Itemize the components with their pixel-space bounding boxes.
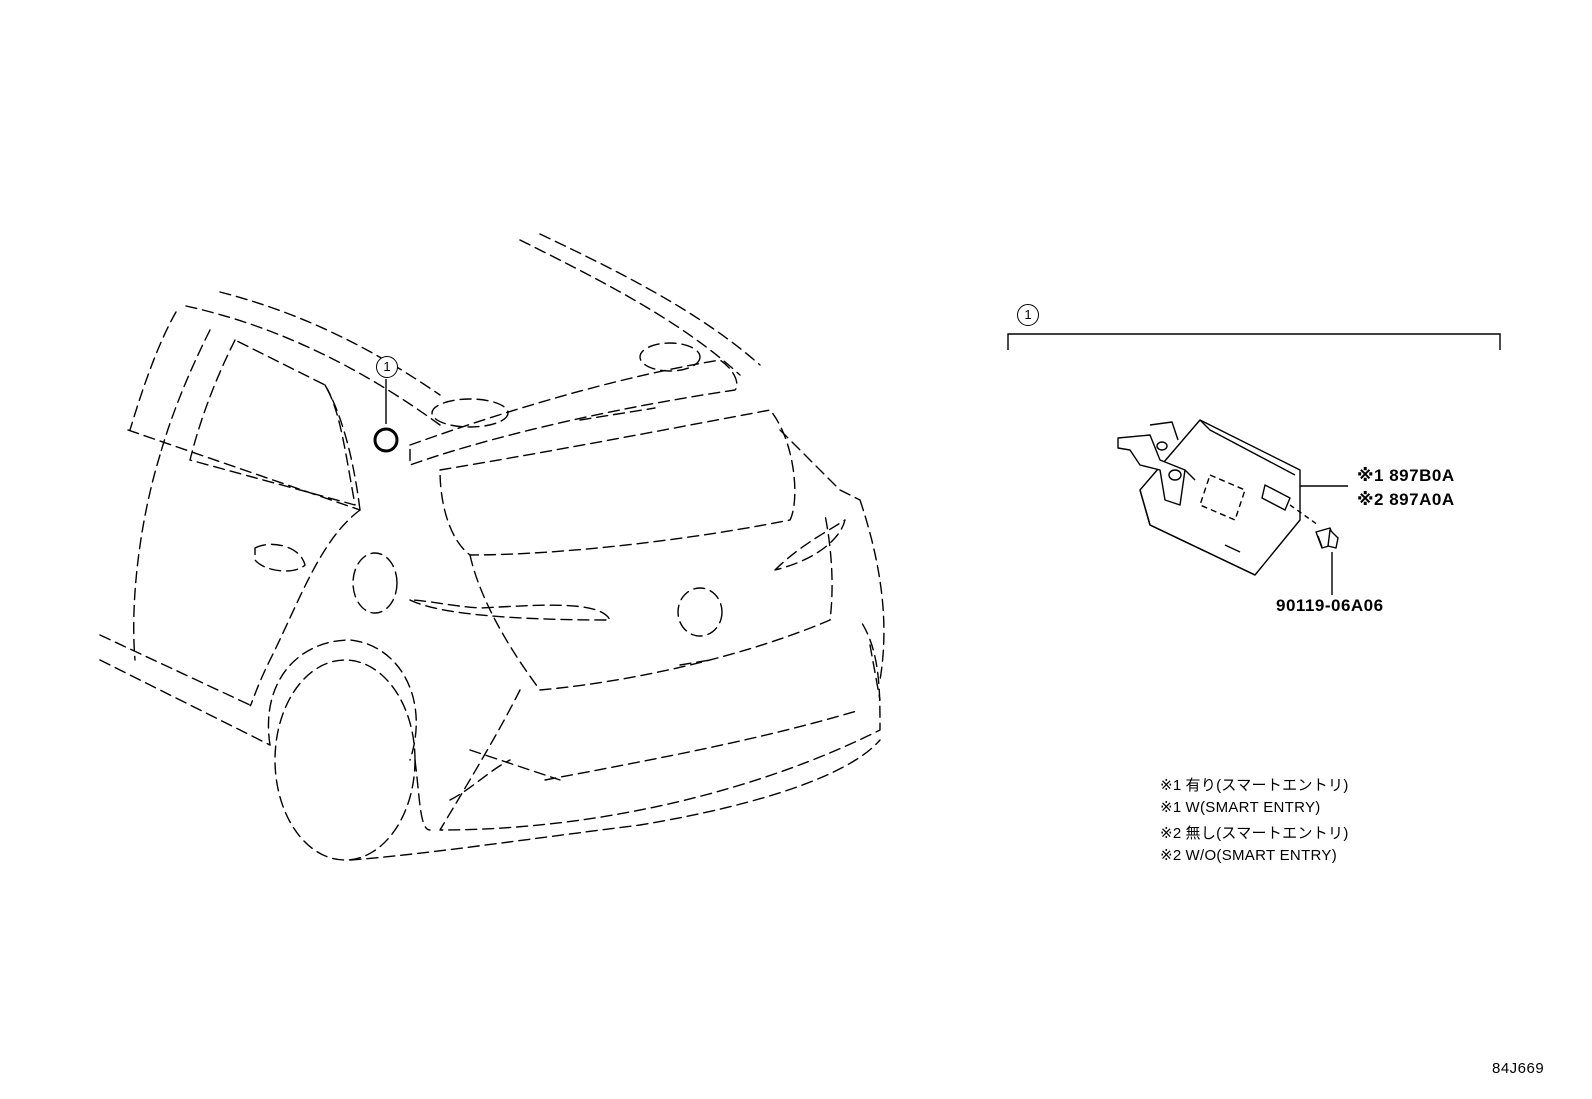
part-number-text: 897A0A [1389,490,1455,509]
note-mark: ※1 [1160,777,1182,794]
note-mark: ※2 [1160,825,1182,842]
part-number-bolt[interactable]: 90119-06A06 [1276,596,1384,615]
note-text: 有り(スマートエントリ) [1185,777,1349,794]
note-mark: ※2 [1160,847,1182,864]
part-location-circle [373,427,399,453]
bolt-drawing [1315,527,1339,595]
assembly-group-bracket [1007,333,1501,350]
part-note-mark: ※2 [1357,490,1384,509]
callout-marker-group: 1 [1017,304,1039,326]
part-number-text: 897B0A [1389,466,1455,485]
note-text: W(SMART ENTRY) [1185,799,1321,816]
note-text: 無し(スマートエントリ) [1185,825,1349,842]
callout-marker-car: 1 [376,356,398,378]
part-number-ecu-wo-smart-entry[interactable]: ※2 897A0A [1357,490,1455,510]
part-note-mark: ※1 [1357,466,1384,485]
note-text: W/O(SMART ENTRY) [1185,847,1337,864]
group-bracket-line [1007,333,1501,350]
location-leader [373,379,399,453]
smart-entry-ecu-drawing [1117,419,1348,576]
part-number-ecu-w-smart-entry[interactable]: ※1 897B0A [1357,466,1455,486]
vehicle-rear-outline [99,233,885,861]
diagram-id: 84J669 [1492,1060,1545,1077]
note-mark: ※1 [1160,799,1182,816]
